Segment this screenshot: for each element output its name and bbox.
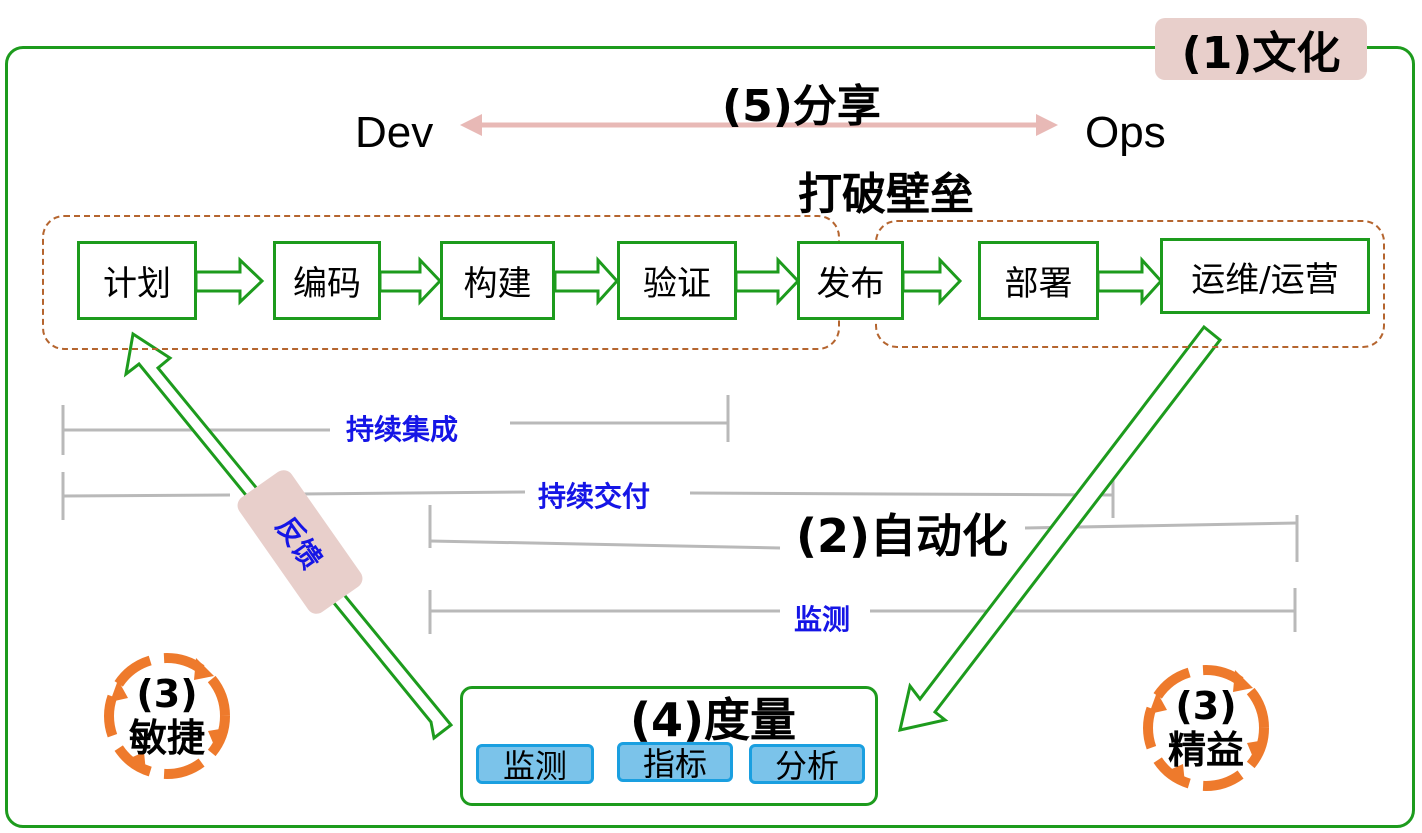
dev-label: Dev	[355, 108, 434, 157]
chip-indicators: 指标	[617, 742, 733, 783]
lean-label: (3) 精益	[1146, 684, 1266, 772]
ci-label: 持续集成	[334, 408, 471, 448]
agile-cycle-heads	[110, 658, 226, 772]
ops-to-metrics-arrow	[898, 324, 1223, 732]
agile-cycle	[104, 653, 230, 779]
sharing-text: (5)分享	[722, 81, 881, 132]
ops-label: Ops	[1085, 108, 1166, 157]
step-release: 发布	[797, 241, 904, 320]
step-verify: 验证	[617, 241, 737, 320]
lean-cycle	[1143, 665, 1269, 791]
chip-analysis: 分析	[749, 744, 865, 785]
lean-text: 精益	[1167, 728, 1244, 772]
step-build: 构建	[440, 241, 555, 320]
step-plan: 计划	[77, 241, 197, 320]
automation-label: (2)自动化	[790, 500, 1015, 566]
break-barrier-label: 打破壁垒	[798, 169, 974, 220]
sharing-label: (5)分享	[722, 70, 881, 134]
lean-cycle-heads	[1149, 670, 1265, 784]
culture-frame	[5, 46, 1415, 828]
culture-label: (1)文化	[1155, 18, 1367, 80]
step-operate: 运维/运营	[1160, 238, 1370, 314]
automation-text: (2)自动化	[796, 509, 1009, 563]
step-deploy: 部署	[978, 241, 1099, 320]
metrics-title: (4)度量	[630, 693, 797, 747]
dev-ops-arrow	[460, 114, 1058, 136]
cd-label: 持续交付	[526, 475, 663, 515]
lean-num: (3)	[1175, 684, 1237, 728]
monitoring-range-label: 监测	[782, 598, 863, 638]
agile-label: (3) 敏捷	[107, 672, 227, 760]
range-bars	[61, 395, 1299, 634]
step-code: 编码	[273, 241, 381, 320]
pipeline-arrows	[194, 256, 1164, 306]
chip-monitoring: 监测	[476, 744, 594, 785]
agile-text: 敏捷	[128, 716, 205, 760]
agile-num: (3)	[136, 672, 198, 716]
